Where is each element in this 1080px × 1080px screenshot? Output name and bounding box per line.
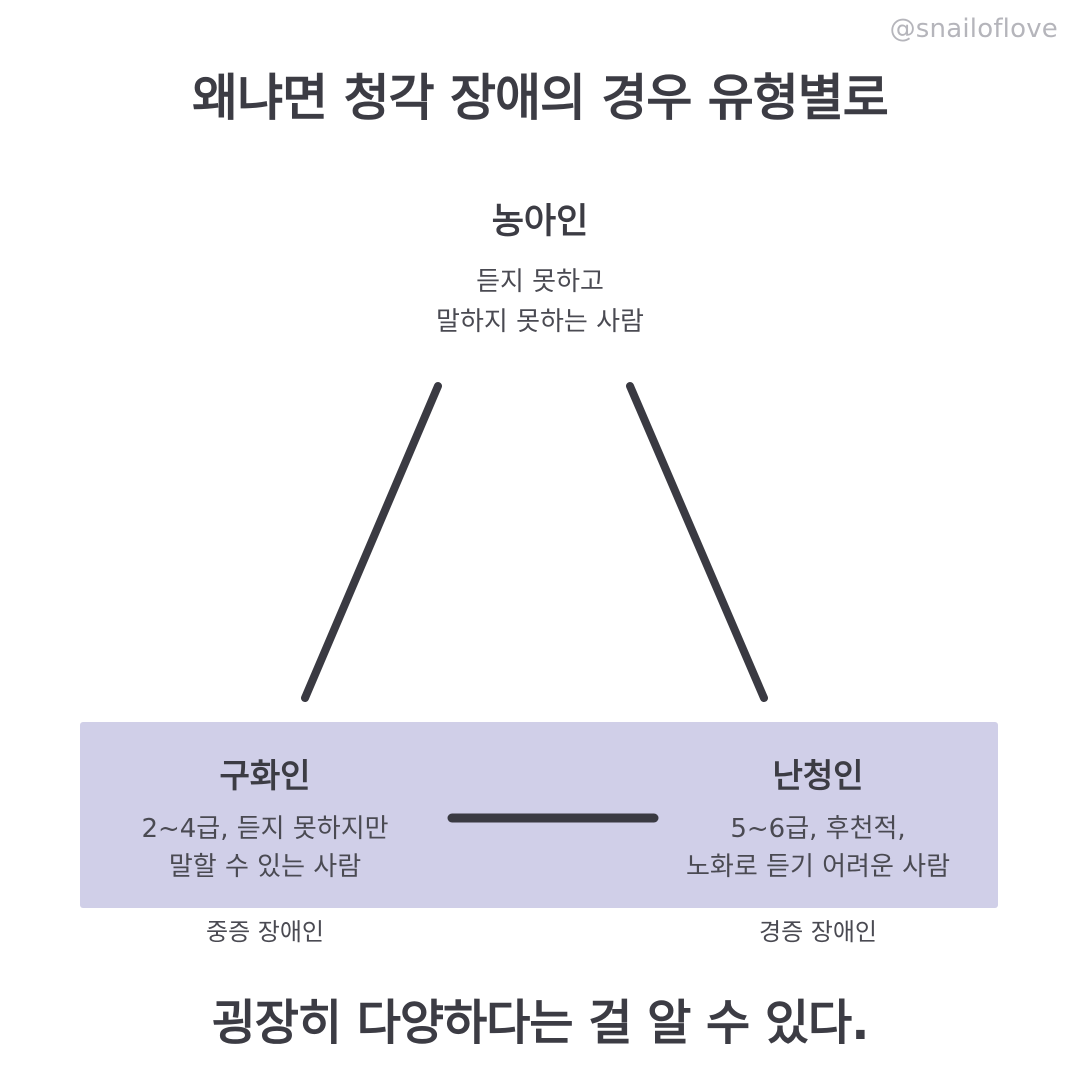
right-node-desc-line-1: 5~6급, 후천적, — [730, 814, 906, 844]
connector-right-diagonal — [626, 382, 768, 702]
top-node-description: 듣지 못하고 말하지 못하는 사람 — [0, 262, 1080, 342]
left-node-desc-line-2: 말할 수 있는 사람 — [168, 852, 362, 882]
left-node-title: 구화인 — [219, 756, 311, 795]
right-node-description: 5~6급, 후천적, 노화로 듣기 어려운 사람 — [638, 810, 998, 886]
top-node-desc-line-2: 말하지 못하는 사람 — [436, 307, 644, 337]
headline: 왜냐면 청각 장애의 경우 유형별로 — [192, 69, 889, 127]
right-node-desc-line-2: 노화로 듣기 어려운 사람 — [686, 852, 950, 882]
top-node-desc-line-1: 듣지 못하고 — [476, 267, 604, 297]
left-node-desc-line-1: 2~4급, 듣지 못하지만 — [141, 814, 389, 844]
footer-text: 굉장히 다양하다는 걸 알 수 있다. — [211, 995, 870, 1051]
left-node-description: 2~4급, 듣지 못하지만 말할 수 있는 사람 — [85, 810, 445, 886]
left-node-severity: 중증 장애인 — [205, 918, 325, 946]
top-node-title: 농아인 — [491, 202, 589, 242]
right-node-title: 난청인 — [772, 756, 864, 795]
right-node-severity: 경증 장애인 — [758, 918, 878, 946]
connector-left-diagonal — [301, 382, 442, 702]
watermark: @snailoflove — [889, 14, 1058, 44]
